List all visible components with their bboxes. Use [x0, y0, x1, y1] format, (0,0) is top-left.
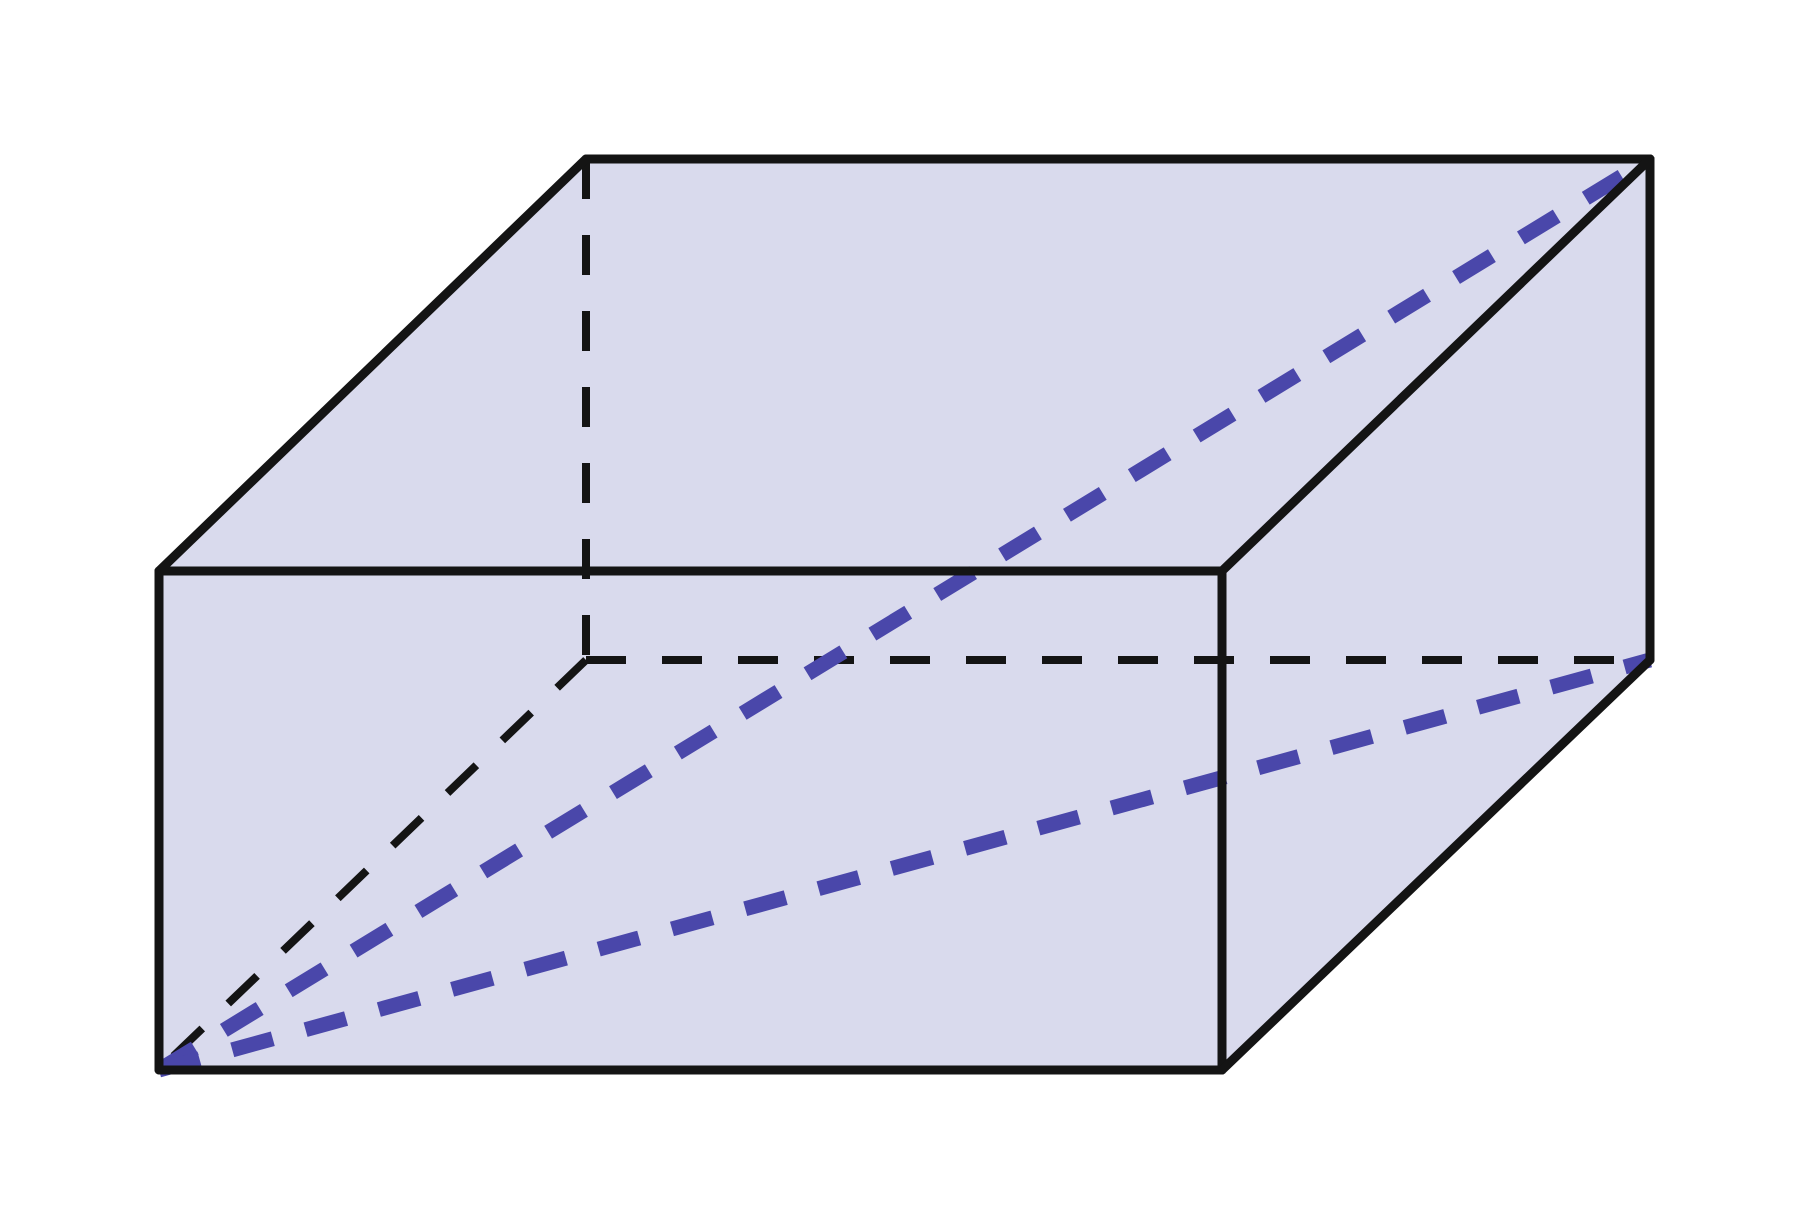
edge-bottom-right-receding — [1217, 655, 1655, 1075]
top-face — [159, 159, 1650, 571]
bottom-face-diagonal — [157, 652, 1652, 1078]
edge-top-right-receding — [1217, 154, 1655, 576]
edge-top-left-receding — [154, 154, 591, 576]
right-face — [1222, 159, 1650, 1070]
hidden-edge-bottom-left-receding — [156, 657, 589, 1073]
front-face — [159, 571, 1222, 1070]
space-diagonal — [155, 152, 1654, 1077]
